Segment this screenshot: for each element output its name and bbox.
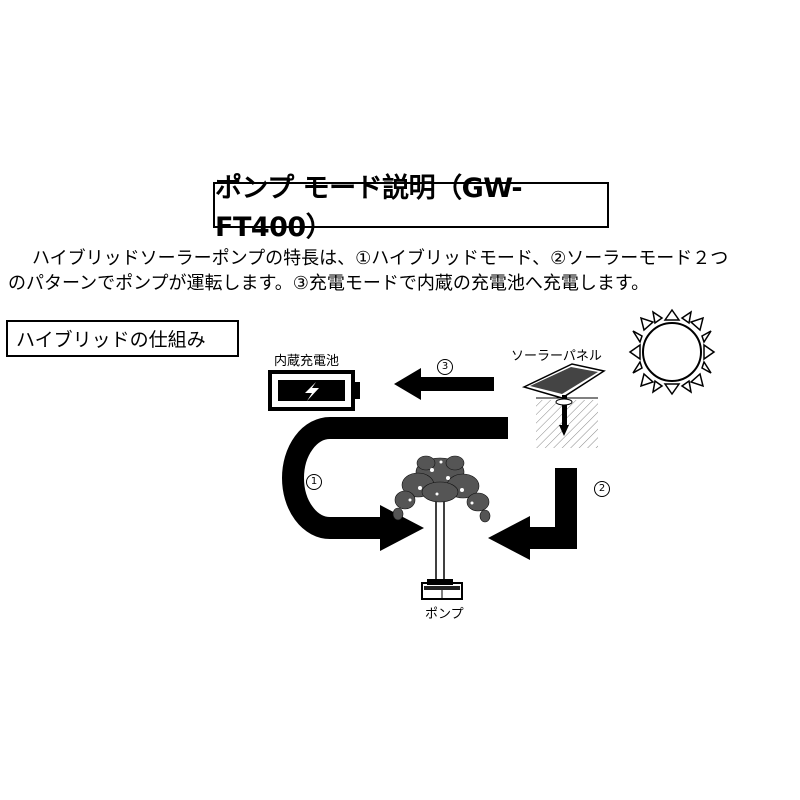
intro-line-1: ハイブリッドソーラーポンプの特長は、①ハイブリッドモード、②ソーラーモード２つ (32, 248, 729, 269)
charge-mode-arrow (394, 368, 494, 400)
lightning-icon (305, 382, 319, 401)
section-label: ハイブリッドの仕組み (6, 320, 239, 357)
marker-3: 3 (437, 359, 453, 375)
tree-icon (392, 455, 491, 586)
battery-label: 内蔵充電池 (274, 354, 340, 369)
hybrid-mode-arrow (282, 417, 508, 551)
pump-label: ポンプ (425, 607, 464, 622)
solar-mode-arrow (488, 468, 577, 560)
marker-2: 2 (594, 481, 610, 497)
marker-1: 1 (306, 474, 322, 490)
intro-text: ハイブリッドソーラーポンプの特長は、①ハイブリッドモード、②ソーラーモード２つ … (8, 246, 800, 296)
sun-icon (628, 308, 716, 396)
solar-panel-label: ソーラーパネル (511, 349, 602, 364)
intro-line-2: のパターンでポンプが運転します。③充電モードで内蔵の充電池へ充電します。 (8, 273, 650, 294)
pump-icon (421, 579, 463, 600)
battery-icon (268, 370, 360, 411)
solar-panel-icon (521, 363, 606, 448)
